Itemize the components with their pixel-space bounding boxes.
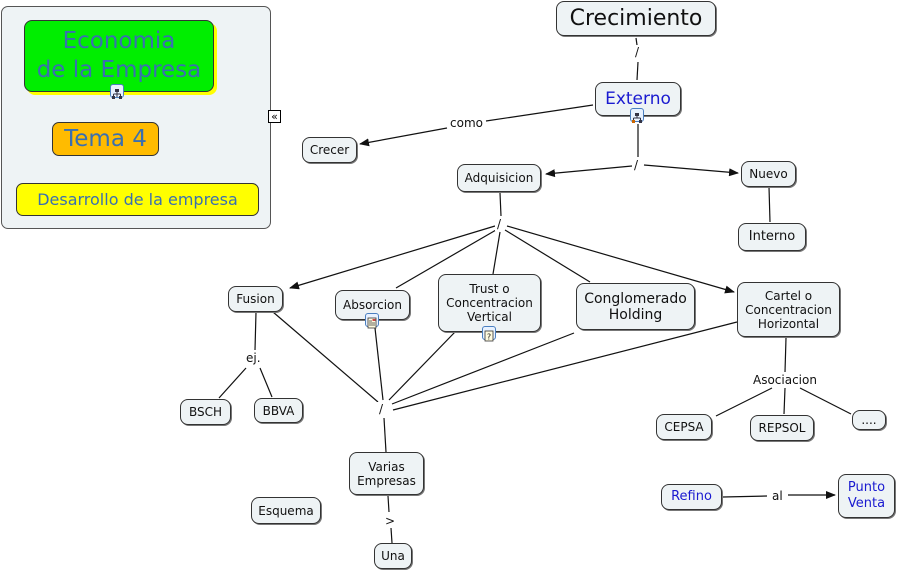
edge-split-conglomerado xyxy=(504,229,591,283)
edge-conglomerado-hub xyxy=(391,332,575,405)
node-adquisicion[interactable]: Adquisicion xyxy=(457,164,541,192)
topic-node[interactable]: Desarrollo de la empresa xyxy=(16,183,259,216)
link-label-al: al xyxy=(770,489,785,503)
edge-hub-varias xyxy=(383,417,387,453)
edge-split-nuevo xyxy=(643,164,739,177)
edge-nuevo-interno xyxy=(768,186,771,223)
node-cartel-horizontal[interactable]: Cartel o Concentracion Horizontal xyxy=(737,282,840,337)
legend-panel: Economia de la Empresa Tema 4 Desarrollo… xyxy=(1,6,271,229)
node-refino[interactable]: Refino xyxy=(661,484,722,510)
edge-split-trust xyxy=(492,231,501,275)
node-interno[interactable]: Interno xyxy=(738,223,806,251)
link-label-ej: ej. xyxy=(244,351,263,365)
node-bbva[interactable]: BBVA xyxy=(254,398,303,423)
edge-externo-como xyxy=(485,104,594,122)
edge-refino-al xyxy=(722,495,768,498)
node-bsch[interactable]: BSCH xyxy=(180,399,231,425)
concept-map-link-icon[interactable] xyxy=(110,84,124,99)
link-label-mayor: > xyxy=(383,514,398,528)
edge-cartel-asociacion xyxy=(784,337,787,373)
edge-mayor-una xyxy=(390,527,393,544)
edge-cartel-hub xyxy=(392,321,738,411)
node-una[interactable]: Una xyxy=(374,543,412,569)
edge-split-cartel xyxy=(506,225,735,294)
link-label-varias-hub: / xyxy=(377,402,386,416)
node-crecer[interactable]: Crecer xyxy=(302,137,357,163)
node-punto-venta[interactable]: Punto Venta xyxy=(838,474,895,518)
edge-varias-mayor xyxy=(387,495,390,513)
edge-como-crecer xyxy=(359,127,448,147)
link-label-asociacion: Asociacion xyxy=(751,373,819,387)
help-document-icon[interactable]: ? xyxy=(482,326,496,342)
edge-fusion-hub xyxy=(272,311,379,403)
svg-text:?: ? xyxy=(487,333,491,342)
node-fusion[interactable]: Fusion xyxy=(228,286,283,312)
document-resource-icon[interactable] xyxy=(365,313,379,329)
edge-adquisicion-split xyxy=(499,192,502,217)
edge-asoc-cepsa xyxy=(715,387,773,417)
concept-map-link-icon[interactable] xyxy=(630,108,644,123)
link-label-adquisicion-split: / xyxy=(495,217,504,231)
node-crecimiento[interactable]: Crecimiento xyxy=(556,1,716,36)
edge-split-adquisicion xyxy=(545,165,633,178)
edge-split-fusion xyxy=(289,225,496,290)
edge-ej-bsch xyxy=(218,367,247,399)
subtitle-node[interactable]: Tema 4 xyxy=(52,122,159,156)
edge-absorcion-hub xyxy=(374,327,384,401)
title-node[interactable]: Economia de la Empresa xyxy=(24,20,214,92)
node-ellipsis[interactable]: .... xyxy=(852,410,886,430)
node-cepsa[interactable]: CEPSA xyxy=(656,414,712,440)
node-nuevo[interactable]: Nuevo xyxy=(741,161,796,187)
link-label-externo-split: / xyxy=(632,158,641,172)
node-conglomerado-holding[interactable]: Conglomerado Holding xyxy=(576,283,695,330)
node-repsol[interactable]: REPSOL xyxy=(750,415,814,441)
edge-split-absorcion xyxy=(395,229,497,289)
collapse-panel-button[interactable]: « xyxy=(268,110,281,123)
edge-asoc-repsol xyxy=(783,387,786,415)
node-trust-vertical[interactable]: Trust o Concentracion Vertical xyxy=(438,274,541,332)
edge-ej-bbva xyxy=(259,367,273,398)
edge-trust-hub xyxy=(388,331,456,401)
node-varias-empresas[interactable]: Varias Empresas xyxy=(349,452,424,495)
link-label-como: como xyxy=(448,116,485,130)
edge-fusion-ej xyxy=(254,311,257,351)
node-esquema[interactable]: Esquema xyxy=(251,497,321,524)
edge-asoc-ellipsis xyxy=(799,387,852,415)
link-label-crecimiento-externo: / xyxy=(633,45,642,59)
